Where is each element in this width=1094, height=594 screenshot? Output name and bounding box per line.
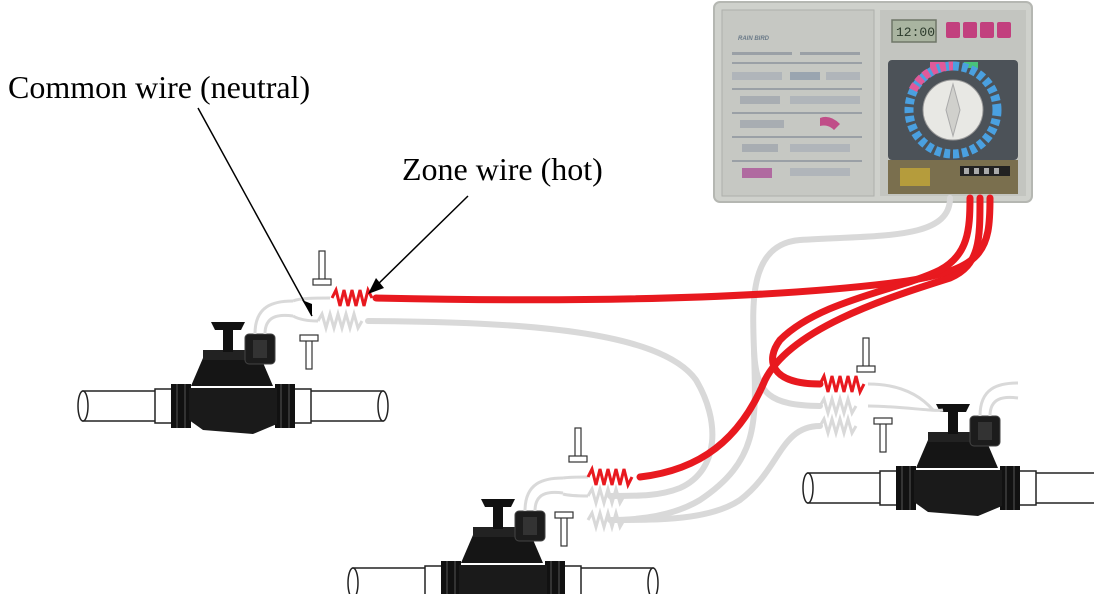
button-3 (980, 22, 994, 38)
common-splice-valve3-b (818, 413, 858, 439)
wire-nut-lower (873, 417, 893, 453)
wire-nut-lower (299, 334, 319, 370)
common-splice-valve2-b (586, 507, 626, 533)
lcd-display (891, 19, 937, 43)
valve-1 (76, 250, 390, 436)
valve-3 (801, 337, 1094, 518)
common-splice-valve3-a (818, 393, 858, 419)
common-wire-valve3-link (609, 423, 823, 523)
common-wire-label: Common wire (neutral) (8, 69, 310, 105)
valve-2 (346, 427, 660, 594)
button-4 (997, 22, 1011, 38)
annotations: Common wire (neutral) Zone wire (hot) (8, 69, 603, 317)
zone-splice-valve3 (818, 371, 866, 397)
common-splice-valve1 (316, 308, 364, 334)
zone-wire-3 (769, 194, 974, 388)
control-buttons (946, 22, 1011, 38)
zone-splice-valve2 (586, 464, 634, 490)
common-wire-arrow (197, 107, 313, 317)
button-1 (946, 22, 960, 38)
wire-nut-upper (856, 337, 876, 373)
zone-wire-label: Zone wire (hot) (402, 151, 603, 187)
zone-wire-1 (372, 194, 994, 304)
zone-splice-valve1 (330, 285, 374, 307)
lcd-readout: 12:00 (896, 25, 935, 40)
irrigation-controller: RAIN BIRD 12:00 (713, 1, 1033, 203)
common-splice-valve2-a (586, 483, 626, 509)
zone-wire-2 (636, 194, 984, 481)
dial-ring-pink (908, 61, 954, 93)
zone-wire-arrow (371, 195, 469, 291)
wire-nut-upper (312, 250, 332, 286)
wire-nut-upper (568, 427, 588, 463)
instruction-panel (732, 52, 862, 178)
dial-ring-blue (904, 61, 1002, 159)
zone-wires (372, 194, 994, 481)
common-wire-valve2-a (365, 318, 716, 499)
wire-nut-lower (554, 511, 574, 547)
button-2 (963, 22, 977, 38)
common-trunk (750, 195, 953, 409)
brand-logo: RAIN BIRD (738, 36, 770, 42)
